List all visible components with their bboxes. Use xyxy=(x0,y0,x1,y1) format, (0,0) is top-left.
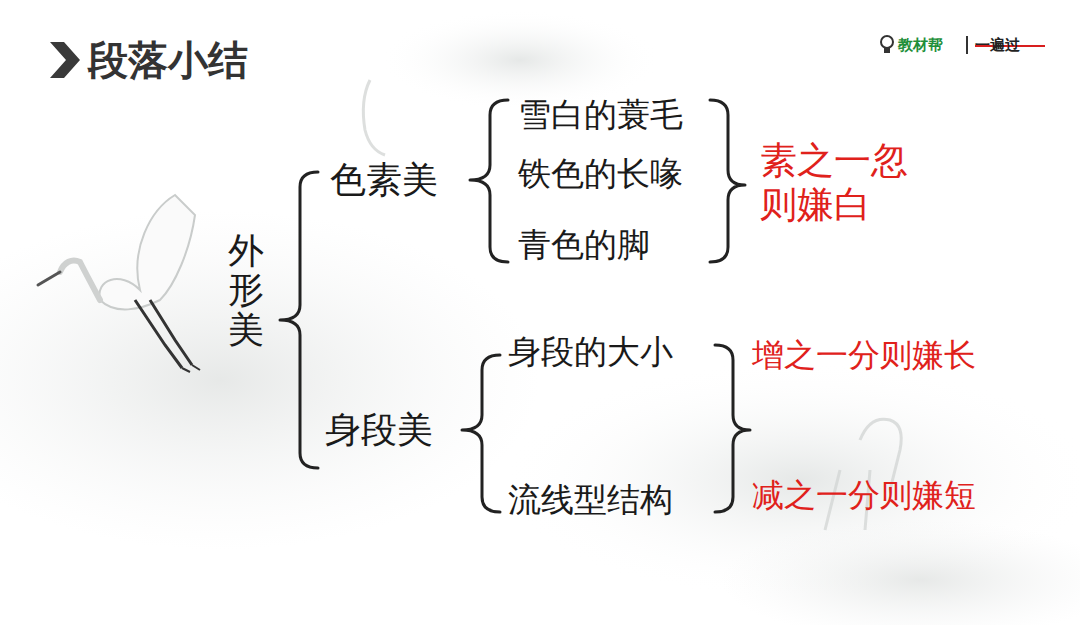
leaf-label: 青色的脚 xyxy=(518,225,650,265)
brace xyxy=(280,172,318,468)
summary-label: 减之一分则嫌短 xyxy=(752,476,976,514)
title-chevron xyxy=(50,42,80,78)
brace xyxy=(710,100,745,262)
brace xyxy=(715,345,750,512)
branch-label: 色素美 xyxy=(330,158,438,201)
logo-text: 一遍过 xyxy=(975,36,1020,54)
leaf-label: 雪白的蓑毛 xyxy=(518,95,683,135)
leaf-label: 身段的大小 xyxy=(508,332,673,372)
summary-label: 素之一忽 则嫌白 xyxy=(760,139,920,228)
leaf-label: 铁色的长喙 xyxy=(518,154,683,194)
summary-label: 增之一分则嫌长 xyxy=(752,336,976,374)
leaf-label: 流线型结构 xyxy=(508,480,673,520)
root-label: 外形美 xyxy=(228,231,264,350)
logo-text: 教材帮 xyxy=(898,36,943,54)
branch-label: 身段美 xyxy=(325,408,433,451)
brace xyxy=(462,355,500,512)
logo-mark xyxy=(881,36,1045,54)
brace xyxy=(470,100,508,262)
slide-title: 段落小结 xyxy=(88,36,248,84)
egret-illustration xyxy=(38,195,200,372)
